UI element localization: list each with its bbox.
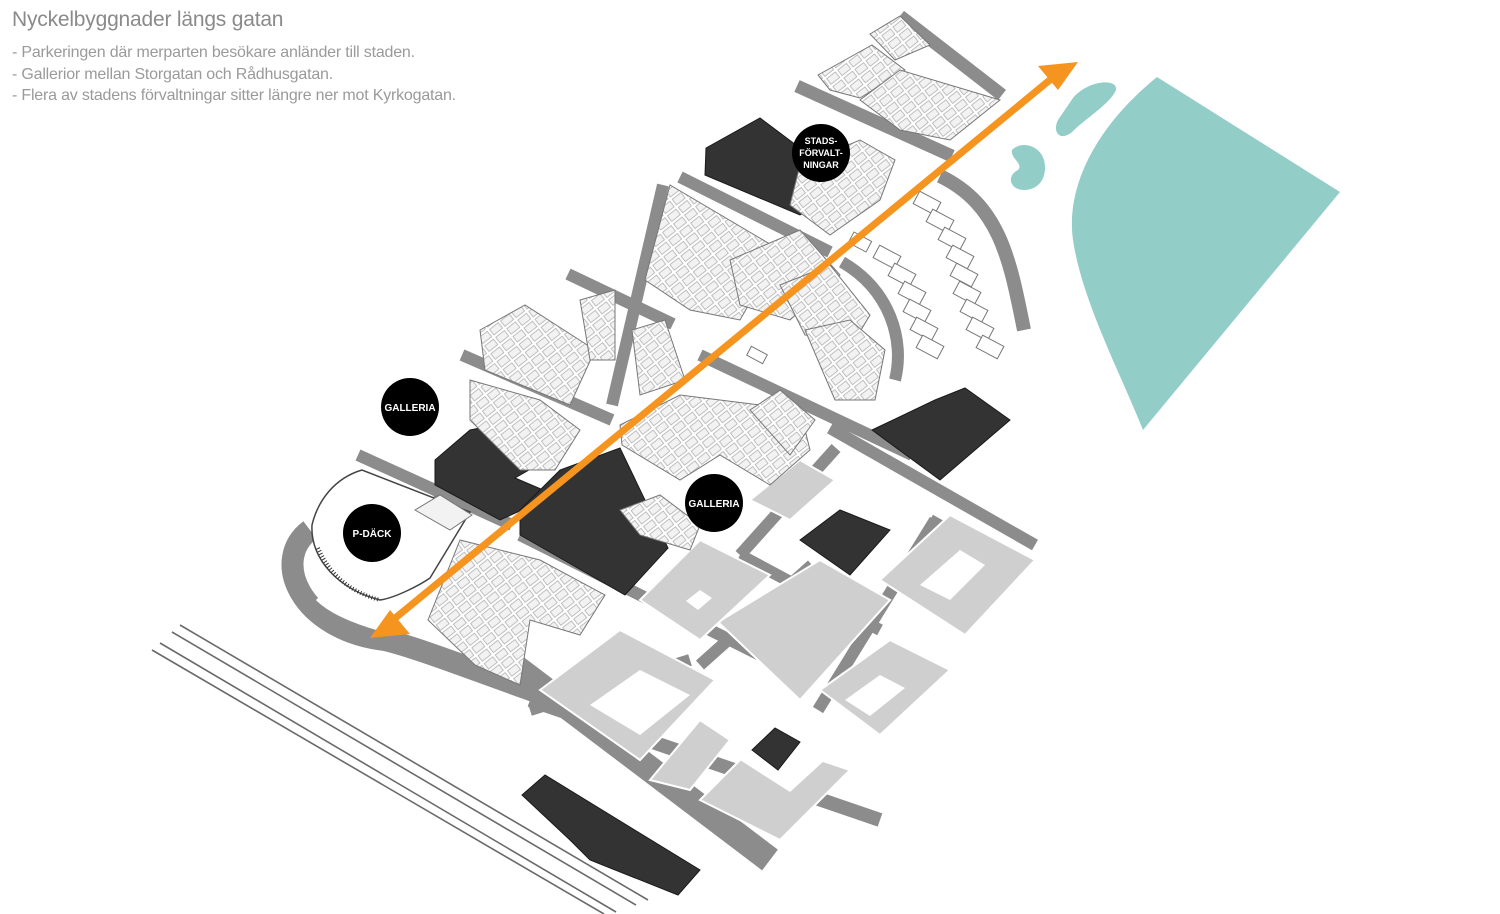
road-north-2 <box>794 80 955 162</box>
bullet-item: Flera av stadens förvaltningar sitter lä… <box>12 85 632 107</box>
dark-block-east <box>871 387 1011 481</box>
railway-tracks <box>151 624 649 914</box>
pond-north <box>1055 82 1117 137</box>
marker-p-dack: P-DÄCK <box>343 504 401 562</box>
bullet-list: Parkeringen där merparten besökare anlän… <box>12 42 632 107</box>
marker-galleria-left: GALLERIA <box>381 378 439 436</box>
bullet-item: Parkeringen där merparten besökare anlän… <box>12 42 632 64</box>
pond-west <box>1010 145 1046 190</box>
parking-deck-roof <box>414 494 473 531</box>
road-diagonal <box>606 183 669 407</box>
marker-stads-line2: FÖRVALT- <box>799 148 843 158</box>
street-arrow <box>370 62 1078 638</box>
lake <box>1071 77 1340 430</box>
road-east-1 <box>697 349 915 461</box>
marker-stads-line1: STADS- <box>805 136 838 146</box>
marker-galleria-left-label: GALLERIA <box>384 403 435 414</box>
arrow-head-ne <box>1038 62 1078 90</box>
water-area <box>1010 77 1340 430</box>
road-loop-west <box>281 521 564 711</box>
dark-block-small <box>751 727 801 771</box>
dark-block-south <box>799 509 891 576</box>
marker-p-dack-label: P-DÄCK <box>353 527 393 540</box>
road-west-1 <box>565 268 676 330</box>
road-north-1 <box>896 10 1006 101</box>
key-buildings <box>434 117 1011 896</box>
road-loop-inner <box>315 595 381 631</box>
building-clusters <box>408 15 1002 686</box>
marker-stadsforvaltningar: STADS- FÖRVALT- NINGAR <box>792 124 850 182</box>
marker-stads-line3: NINGAR <box>803 160 839 170</box>
train-station <box>521 774 701 896</box>
diagram-title: Nyckelbyggnader längs gatan <box>12 8 284 31</box>
marker-galleria-right-label: GALLERIA <box>688 499 739 510</box>
road-block-west <box>355 449 515 531</box>
bullet-item: Gallerior mellan Storgatan och Rådhusgat… <box>12 64 632 86</box>
marker-galleria-right: GALLERIA <box>685 474 743 532</box>
arrow-head-sw <box>370 610 410 638</box>
road-curve-mid <box>838 256 904 382</box>
header: Nyckelbyggnader längs gatan Parkeringen … <box>12 8 632 107</box>
road-curve-east <box>936 169 1031 332</box>
road-east-2 <box>827 422 1038 551</box>
